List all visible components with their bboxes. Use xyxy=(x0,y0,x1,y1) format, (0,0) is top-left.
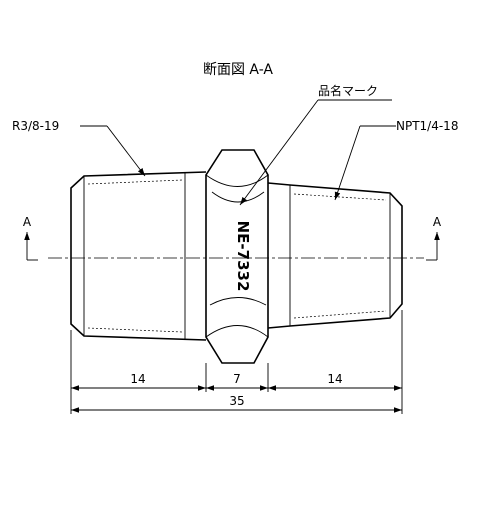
leader-right-thread: NPT1/4-18 xyxy=(334,119,458,201)
leader-left-thread: R3/8-19 xyxy=(12,119,146,177)
section-marker-left: A xyxy=(23,215,38,261)
left-threaded-end xyxy=(70,171,207,341)
engraved-product-mark: NE-7332 xyxy=(234,221,252,292)
dimension-right-length: 14 xyxy=(327,372,342,386)
section-marker-right: A xyxy=(426,215,442,261)
section-marker-left-label: A xyxy=(23,215,32,229)
dimension-hex-length: 7 xyxy=(233,372,241,386)
hex-body xyxy=(205,149,269,364)
right-threaded-end xyxy=(267,182,403,329)
label-right-thread: NPT1/4-18 xyxy=(396,119,458,133)
dimension-left-length: 14 xyxy=(130,372,145,386)
label-product-mark: 品名マーク xyxy=(318,83,378,98)
dimension-overall-length: 35 xyxy=(229,394,244,408)
dimension-row-overall: 35 xyxy=(71,394,402,413)
dimension-row-segments: 14 7 14 xyxy=(71,372,402,391)
section-marker-right-label: A xyxy=(433,215,442,229)
leader-product-mark: 品名マーク xyxy=(239,83,392,206)
label-left-thread: R3/8-19 xyxy=(12,119,59,133)
drawing-title: 断面図 A-A xyxy=(203,62,273,78)
